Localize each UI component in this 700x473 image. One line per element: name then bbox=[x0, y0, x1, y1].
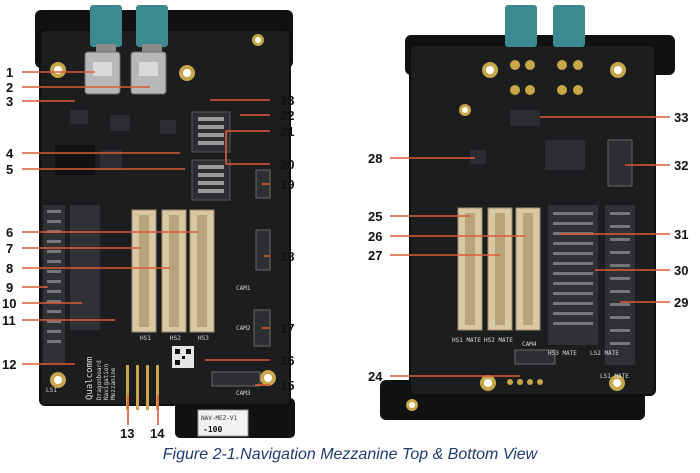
callout-18: 18 bbox=[280, 249, 294, 264]
top-hs3-label: HS3 bbox=[198, 335, 209, 342]
callout-numbers: 1 2 3 4 5 6 7 8 9 10 11 12 13 14 15 16 1… bbox=[2, 65, 688, 441]
top-hs-connectors bbox=[131, 209, 215, 333]
bottom-hs3-label: HS3 MATE bbox=[548, 350, 577, 357]
top-cam2-label: CAM2 bbox=[236, 325, 251, 332]
top-product-line3: Mezzanine bbox=[110, 367, 117, 400]
top-cam-connector-18 bbox=[255, 229, 271, 271]
callout-19: 19 bbox=[280, 177, 294, 192]
figure-caption: Figure 2-1.Navigation Mezzanine Top & Bo… bbox=[162, 446, 538, 463]
bottom-ls2-label: LS2 MATE bbox=[590, 350, 619, 357]
callout-28: 28 bbox=[368, 151, 382, 166]
sticker-line2: -100 bbox=[203, 425, 222, 434]
bottom-fakra-pads bbox=[510, 60, 583, 95]
top-product-line2: Navigation bbox=[103, 363, 110, 400]
callout-24: 24 bbox=[368, 369, 383, 384]
callout-20: 20 bbox=[280, 157, 294, 172]
top-ls1-label: LS1 bbox=[46, 387, 57, 394]
callout-3: 3 bbox=[6, 94, 13, 109]
bottom-view-board: HS1 MATE HS2 MATE HS3 MATE LS1 MATE LS2 … bbox=[380, 5, 675, 420]
callout-33: 33 bbox=[674, 110, 688, 125]
top-cam1-label: CAM1 bbox=[236, 285, 251, 292]
top-cam-connector-15 bbox=[211, 371, 261, 387]
top-view-board: NAV-MEZ-V1 -100 HS1 HS2 HS3 CAM1 CAM2 CA… bbox=[35, 5, 295, 438]
callout-8: 8 bbox=[6, 261, 13, 276]
callout-6: 6 bbox=[6, 225, 13, 240]
callout-4: 4 bbox=[6, 146, 14, 161]
callout-12: 12 bbox=[2, 357, 16, 372]
bottom-cam-connector-24 bbox=[514, 349, 556, 365]
callout-29: 29 bbox=[674, 295, 688, 310]
callout-32: 32 bbox=[674, 158, 688, 173]
bottom-mounting-holes bbox=[406, 62, 626, 411]
top-hs2-label: HS2 bbox=[170, 335, 181, 342]
top-pin-legs bbox=[126, 365, 159, 410]
bottom-hs-mates bbox=[457, 207, 541, 331]
top-hs1-label: HS1 bbox=[140, 335, 151, 342]
callout-26: 26 bbox=[368, 229, 382, 244]
callout-27: 27 bbox=[368, 248, 382, 263]
bottom-fakra-connectors bbox=[505, 5, 585, 47]
top-sticker bbox=[197, 409, 249, 437]
bottom-hs1-label: HS1 MATE bbox=[452, 337, 481, 344]
callout-9: 9 bbox=[6, 280, 13, 295]
callout-10: 10 bbox=[2, 296, 16, 311]
callout-1: 1 bbox=[6, 65, 13, 80]
callout-15: 15 bbox=[280, 378, 294, 393]
callout-5: 5 bbox=[6, 162, 13, 177]
top-brand: Qualcomm bbox=[85, 357, 95, 400]
top-fakra-connectors bbox=[90, 5, 168, 52]
callout-25: 25 bbox=[368, 209, 382, 224]
callout-22: 22 bbox=[280, 108, 294, 123]
callout-lines bbox=[22, 71, 670, 425]
callout-11: 11 bbox=[2, 313, 16, 328]
callout-23: 23 bbox=[280, 93, 294, 108]
top-mounting-holes bbox=[50, 34, 276, 388]
callout-16: 16 bbox=[280, 353, 294, 368]
bottom-ls1-label: LS1 MATE bbox=[600, 373, 629, 380]
callout-17: 17 bbox=[280, 321, 294, 336]
bottom-connector-32 bbox=[607, 139, 633, 187]
bottom-hs2-label: HS2 MATE bbox=[484, 337, 513, 344]
callout-2: 2 bbox=[6, 80, 13, 95]
callout-30: 30 bbox=[674, 263, 688, 278]
bottom-cam-label: CAM4 bbox=[522, 341, 537, 348]
callout-7: 7 bbox=[6, 241, 13, 256]
sticker-line1: NAV-MEZ-V1 bbox=[201, 415, 238, 422]
top-cam3-label: CAM3 bbox=[236, 390, 251, 397]
callout-13: 13 bbox=[120, 426, 134, 441]
callout-31: 31 bbox=[674, 227, 688, 242]
top-product-line1: Dragonboard bbox=[96, 360, 103, 400]
callout-14: 14 bbox=[150, 426, 165, 441]
callout-21: 21 bbox=[280, 124, 294, 139]
